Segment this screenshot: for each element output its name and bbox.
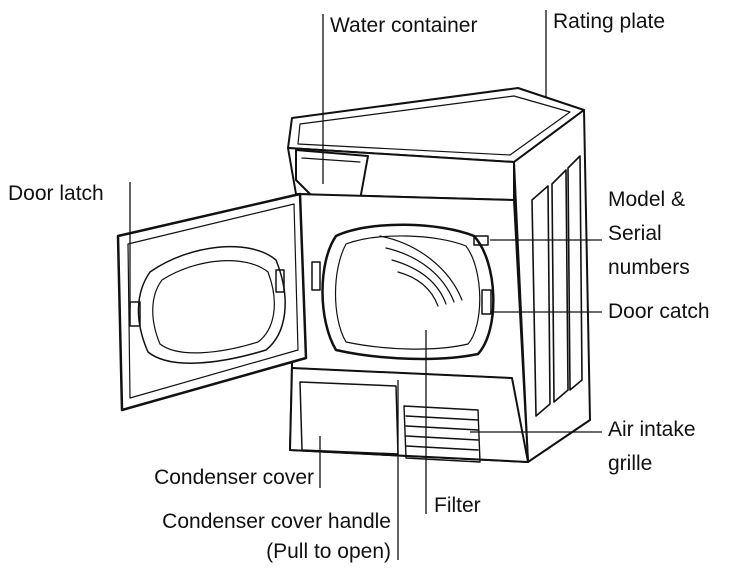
door-latch-part bbox=[129, 301, 141, 327]
label-condenser-handle-1: Condenser cover handle bbox=[162, 510, 391, 533]
label-door-catch: Door catch bbox=[608, 300, 710, 323]
door-catch-part bbox=[481, 289, 492, 315]
label-model-serial-1: Model & bbox=[608, 188, 686, 211]
air-intake-grille-part bbox=[403, 405, 481, 463]
label-model-serial-2: Serial bbox=[608, 222, 662, 245]
label-door-latch: Door latch bbox=[8, 182, 104, 205]
label-air-intake-2: grille bbox=[608, 452, 653, 475]
door-opening bbox=[321, 223, 495, 361]
leader-lines bbox=[129, 10, 602, 560]
label-water-container: Water container bbox=[330, 14, 478, 37]
label-condenser-cover: Condenser cover bbox=[154, 466, 314, 489]
open-door bbox=[116, 192, 308, 412]
label-air-intake-1: Air intake bbox=[608, 418, 696, 441]
label-rating-plate: Rating plate bbox=[553, 10, 666, 33]
label-model-serial-3: numbers bbox=[608, 256, 690, 279]
label-condenser-handle-2: (Pull to open) bbox=[266, 540, 391, 563]
label-filter: Filter bbox=[434, 494, 481, 517]
model-serial-plate bbox=[473, 235, 489, 246]
plinth bbox=[289, 367, 529, 463]
